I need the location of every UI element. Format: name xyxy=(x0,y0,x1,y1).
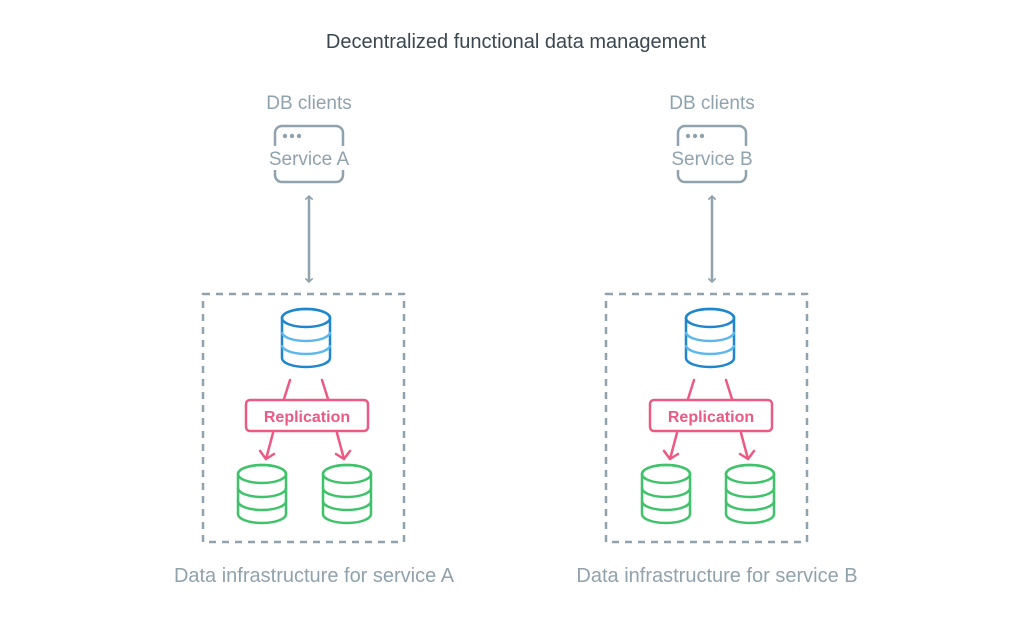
replica-database-icon xyxy=(640,463,692,525)
primary-database-icon xyxy=(280,307,332,369)
replication-arrow xyxy=(738,431,756,461)
service-a-label: Service A xyxy=(269,149,350,170)
data-infrastructure-boundary xyxy=(201,292,406,544)
data-infrastructure-boundary xyxy=(604,292,809,544)
replication-link xyxy=(724,378,734,401)
replication-link xyxy=(282,378,292,401)
replica-database-icon xyxy=(321,463,373,525)
replica-database-icon xyxy=(236,463,288,525)
window-dots-icon xyxy=(685,133,705,139)
infrastructure-label: Data infrastructure for service A xyxy=(174,565,455,587)
infrastructure-label: Data infrastructure for service B xyxy=(576,565,857,587)
replication-arrow xyxy=(334,431,352,461)
replica-database-icon xyxy=(724,463,776,525)
replication-link xyxy=(320,378,330,401)
diagram-title: Decentralized functional data management xyxy=(326,31,707,53)
service-b-label: Service B xyxy=(671,149,752,170)
service-b-window: Service B xyxy=(662,124,762,184)
db-clients-label: DB clients xyxy=(669,93,755,114)
service-a-window: Service A xyxy=(259,124,359,184)
replication-box: Replication xyxy=(648,398,774,433)
replication-box: Replication xyxy=(244,398,370,433)
replication-link xyxy=(686,378,696,401)
replication-arrow xyxy=(258,431,276,461)
replication-label: Replication xyxy=(264,409,350,426)
primary-database-icon xyxy=(684,307,736,369)
window-dots-icon xyxy=(282,133,302,139)
panel-service-b: DB clients Service B Replication xyxy=(576,93,857,587)
panel-service-a: DB clients Service A Replication xyxy=(174,93,455,587)
db-clients-label: DB clients xyxy=(266,93,352,114)
replication-label: Replication xyxy=(668,409,754,426)
replication-arrow xyxy=(662,431,680,461)
